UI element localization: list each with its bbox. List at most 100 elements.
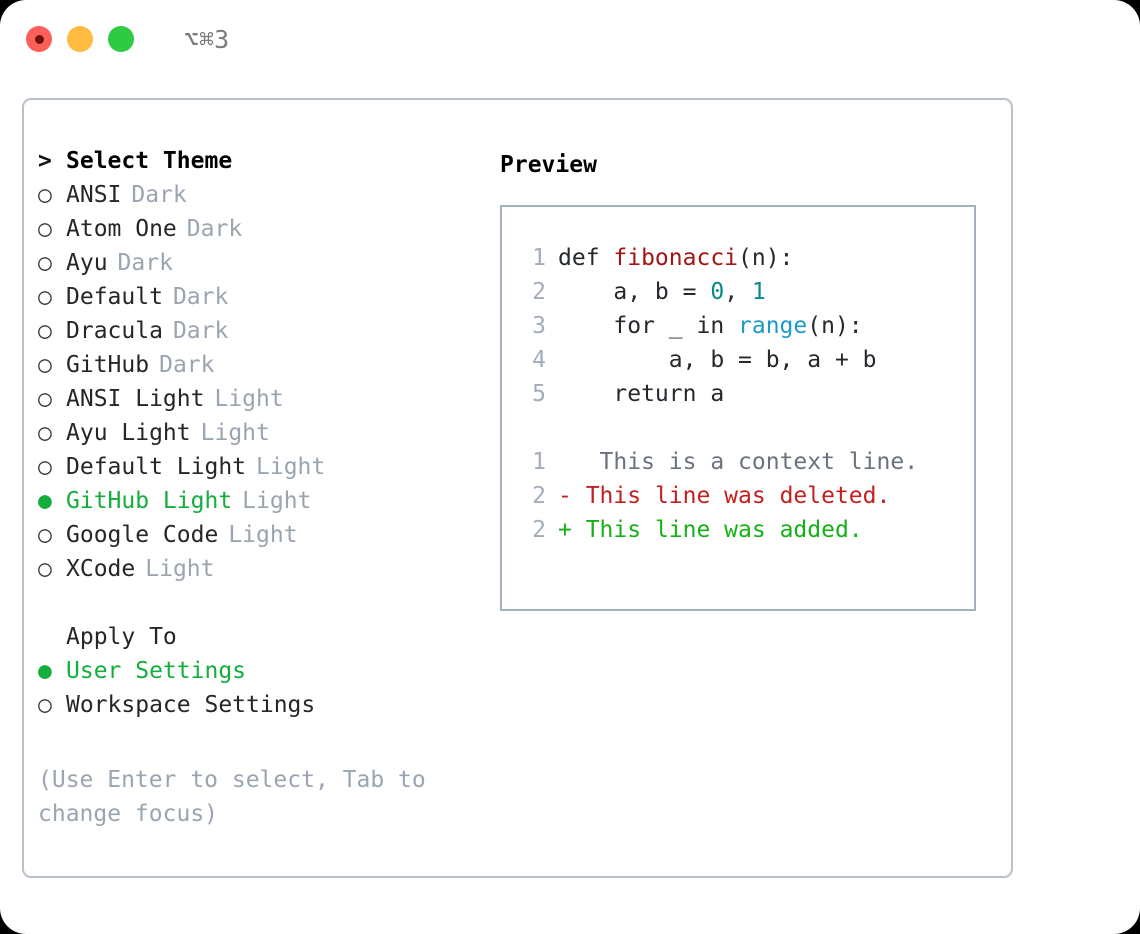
theme-list-item[interactable]: ○ Dracula Dark xyxy=(38,318,488,352)
theme-name: Ayu xyxy=(66,250,108,276)
radio-unselected-icon[interactable]: ○ xyxy=(38,454,52,480)
code-token: 0 xyxy=(710,279,725,305)
code-diff-spacer xyxy=(520,415,974,449)
code-token: , xyxy=(724,279,752,305)
diff-marker: + xyxy=(558,517,572,543)
theme-variant-badge: Dark xyxy=(186,216,243,242)
radio-unselected-icon[interactable]: ○ xyxy=(38,318,52,344)
apply-to-label: User Settings xyxy=(66,658,247,684)
code-line: 3 for _ in range(n): xyxy=(520,313,974,347)
code-line: 1 def fibonacci(n): xyxy=(520,245,974,279)
radio-unselected-icon[interactable]: ○ xyxy=(38,386,52,412)
theme-variant-badge: Light xyxy=(242,488,312,514)
theme-list-item[interactable]: ○ ANSI Light Light xyxy=(38,386,488,420)
code-token: 1 xyxy=(751,279,766,305)
theme-variant-badge: Light xyxy=(214,386,284,412)
theme-name: ANSI Light xyxy=(66,386,205,412)
diff-text: This line was deleted. xyxy=(571,483,891,509)
theme-list-item[interactable]: ○ GitHub Dark xyxy=(38,352,488,386)
code-token: a, b = xyxy=(558,279,711,305)
radio-unselected-icon[interactable]: ○ xyxy=(38,420,52,446)
theme-name: Google Code xyxy=(66,522,219,548)
theme-name: Dracula xyxy=(66,318,163,344)
theme-variant-badge: Light xyxy=(256,454,326,480)
theme-list-item[interactable]: ○ Default Dark xyxy=(38,284,488,318)
code-line: 2 a, b = 0, 1 xyxy=(520,279,974,313)
section-spacer xyxy=(38,590,488,624)
apply-to-item[interactable]: ● User Settings xyxy=(38,658,488,692)
line-number: 4 xyxy=(532,347,546,373)
radio-selected-icon[interactable]: ● xyxy=(38,488,52,514)
radio-unselected-icon[interactable]: ○ xyxy=(38,352,52,378)
radio-unselected-icon[interactable]: ○ xyxy=(38,250,52,276)
code-token: fibonacci xyxy=(613,245,739,271)
theme-variant-badge: Light xyxy=(200,420,270,446)
code-token: (n): xyxy=(738,245,794,271)
diff-marker xyxy=(558,449,572,475)
theme-variant-badge: Dark xyxy=(172,318,229,344)
line-number: 2 xyxy=(532,279,546,305)
line-number: 3 xyxy=(532,313,546,339)
apply-to-list: ● User Settings ○ Workspace Settings xyxy=(38,658,488,726)
diff-marker: - xyxy=(558,483,572,509)
theme-name: GitHub Light xyxy=(66,488,233,514)
apply-to-item[interactable]: ○ Workspace Settings xyxy=(38,692,488,726)
theme-name: Default xyxy=(66,284,163,310)
theme-list-item[interactable]: ○ Google Code Light xyxy=(38,522,488,556)
line-number: 1 xyxy=(532,449,546,475)
line-number: 2 xyxy=(532,517,546,543)
line-number: 1 xyxy=(532,245,546,271)
code-line: 4 a, b = b, a + b xyxy=(520,347,974,381)
code-token: a, b = b, a + b xyxy=(558,347,877,373)
apply-to-label: Workspace Settings xyxy=(66,692,316,718)
diff-line: 1 This is a context line. xyxy=(520,449,974,483)
theme-list-item[interactable]: ● GitHub Light Light xyxy=(38,488,488,522)
theme-picker-heading-row: > Select Theme xyxy=(38,148,488,182)
theme-variant-badge: Light xyxy=(228,522,298,548)
line-number: 5 xyxy=(532,381,546,407)
radio-unselected-icon[interactable]: ○ xyxy=(38,522,52,548)
code-text: for _ in range(n): xyxy=(558,313,863,339)
keyboard-shortcut-label: ⌥⌘3 xyxy=(184,24,230,54)
code-text: a, b = 0, 1 xyxy=(558,279,766,305)
radio-unselected-icon[interactable]: ○ xyxy=(38,692,52,718)
page-title: Select Theme xyxy=(66,148,233,174)
code-token: def xyxy=(558,245,614,271)
diff-sample: 1 This is a context line.2- This line wa… xyxy=(520,449,974,551)
minimize-button-icon[interactable] xyxy=(67,26,93,52)
radio-unselected-icon[interactable]: ○ xyxy=(38,556,52,582)
code-text: return a xyxy=(558,381,724,407)
diff-text: This line was added. xyxy=(571,517,863,543)
code-token: (n): xyxy=(807,313,863,339)
maximize-button-icon[interactable] xyxy=(108,26,134,52)
prompt-caret-icon: > xyxy=(38,148,52,174)
radio-unselected-icon[interactable]: ○ xyxy=(38,284,52,310)
diff-line: 2- This line was deleted. xyxy=(520,483,974,517)
theme-variant-badge: Dark xyxy=(131,182,187,208)
diff-line: 2 + This line was added. xyxy=(520,517,974,551)
theme-name: GitHub xyxy=(66,352,150,378)
code-line: 5 return a xyxy=(520,381,974,415)
theme-name: XCode xyxy=(66,556,136,582)
radio-selected-icon[interactable]: ● xyxy=(38,658,52,684)
theme-variant-badge: Dark xyxy=(159,352,215,378)
keyboard-hint: (Use Enter to select, Tab to change focu… xyxy=(38,767,426,827)
theme-variant-badge: Dark xyxy=(172,284,229,310)
radio-unselected-icon[interactable]: ○ xyxy=(38,182,52,208)
preview-title: Preview xyxy=(500,152,597,178)
code-token: for _ in xyxy=(558,313,739,339)
radio-unselected-icon[interactable]: ○ xyxy=(38,216,52,242)
close-button-icon[interactable] xyxy=(26,26,52,52)
